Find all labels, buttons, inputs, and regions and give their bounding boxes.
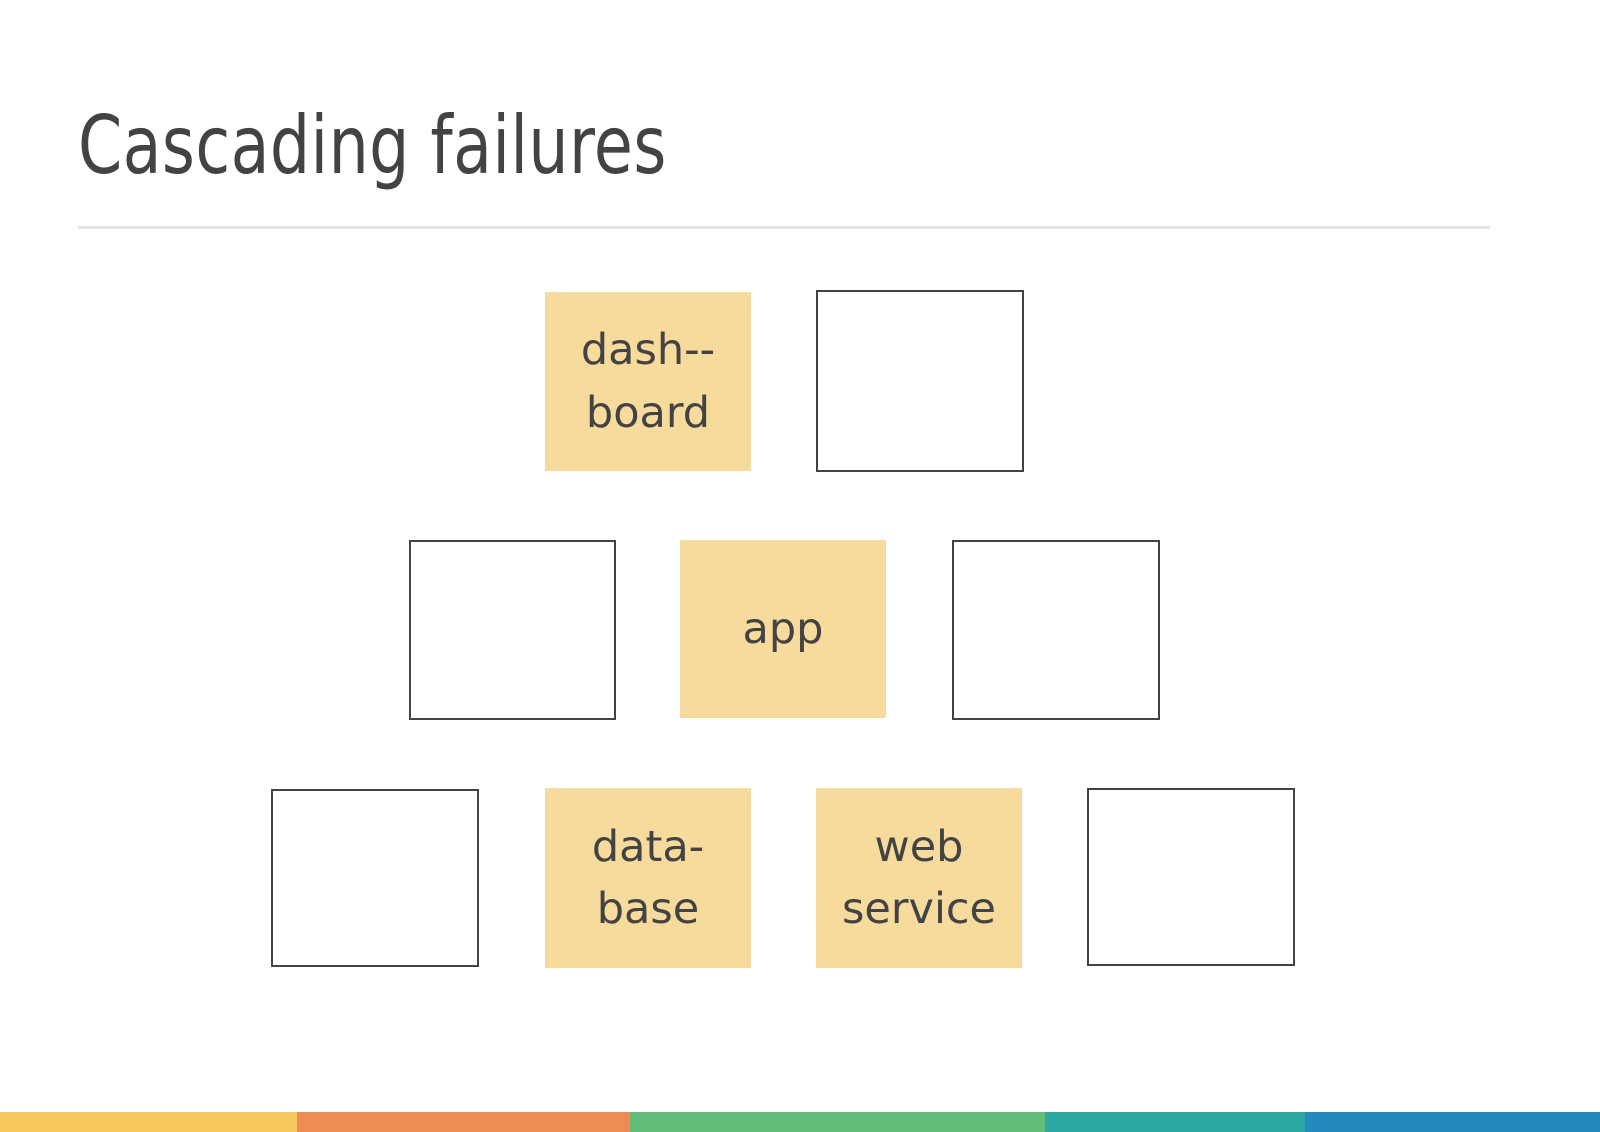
node-empty-r2-c3[interactable] [1087,788,1295,966]
node-empty-r1-c2[interactable] [952,540,1160,720]
page-title: Cascading failures [78,99,667,192]
footer-segment-yellow [0,1112,297,1132]
node-empty-r1-c0[interactable] [409,540,616,720]
node-label: dash-­board [580,325,716,438]
footer-color-bar [0,1112,1600,1132]
node-label: web service [841,821,997,934]
footer-segment-teal [1045,1112,1305,1132]
node-web-service[interactable]: web service [816,788,1022,968]
footer-segment-orange [297,1112,630,1132]
node-label: data-base [591,821,705,934]
node-label: app [742,603,824,654]
node-data-base[interactable]: data-base [545,788,751,968]
node-app[interactable]: app [680,540,886,718]
footer-segment-blue [1305,1112,1600,1132]
node-empty-r2-c0[interactable] [271,789,479,967]
footer-segment-green [630,1112,1045,1132]
node-empty-r0-c1[interactable] [816,290,1024,472]
title-divider [78,226,1490,229]
cascading-failures-diagram: dash-­board app data-base web service [271,290,1295,968]
node-dash-board[interactable]: dash-­board [545,292,751,471]
